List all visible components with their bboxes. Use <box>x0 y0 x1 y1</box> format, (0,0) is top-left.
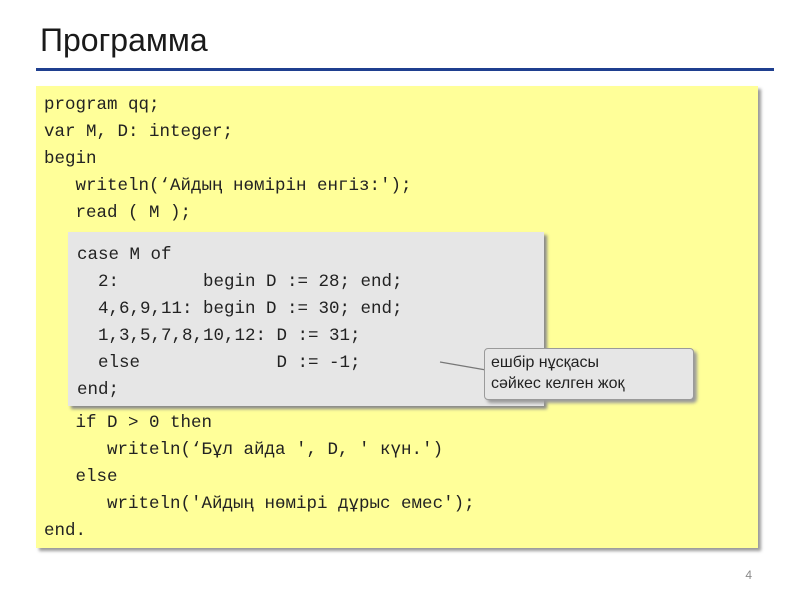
code-line-writeln-days: writeln(‘Бұл айда ', D, ' күн.') <box>44 440 444 460</box>
case-line-header: case M of <box>77 245 172 265</box>
code-line-read: read ( M ); <box>44 203 192 223</box>
case-line-else: else D := -1; <box>77 353 361 373</box>
slide-title: Программа <box>40 22 208 58</box>
page-number: 4 <box>745 568 752 582</box>
code-line-if: if D > 0 then <box>44 413 213 433</box>
callout-line-2: сәйкес келген жоқ <box>491 375 625 392</box>
callout-line-1: ешбір нұсқасы <box>491 354 600 371</box>
title-underline <box>36 68 774 71</box>
code-line-var: var M, D: integer; <box>44 122 234 142</box>
case-line-30: 4,6,9,11: begin D := 30; end; <box>77 299 403 319</box>
code-line-else: else <box>44 467 118 487</box>
code-line-writeln-error: writeln('Айдың нөмірі дұрыс емес'); <box>44 494 475 514</box>
code-line-begin: begin <box>44 149 97 169</box>
case-line-feb: 2: begin D := 28; end; <box>77 272 403 292</box>
code-line-end: end. <box>44 521 87 541</box>
case-line-end: end; <box>77 380 120 400</box>
code-line-writeln-prompt: writeln(‘Айдың нөмірін енгіз:'); <box>44 176 412 196</box>
case-line-31: 1,3,5,7,8,10,12: D := 31; <box>77 326 361 346</box>
code-line-program: program qq; <box>44 95 160 115</box>
case-block-panel: case M of 2: begin D := 28; end; 4,6,9,1… <box>68 232 544 406</box>
callout-note: ешбір нұсқасы сәйкес келген жоқ <box>484 348 694 400</box>
